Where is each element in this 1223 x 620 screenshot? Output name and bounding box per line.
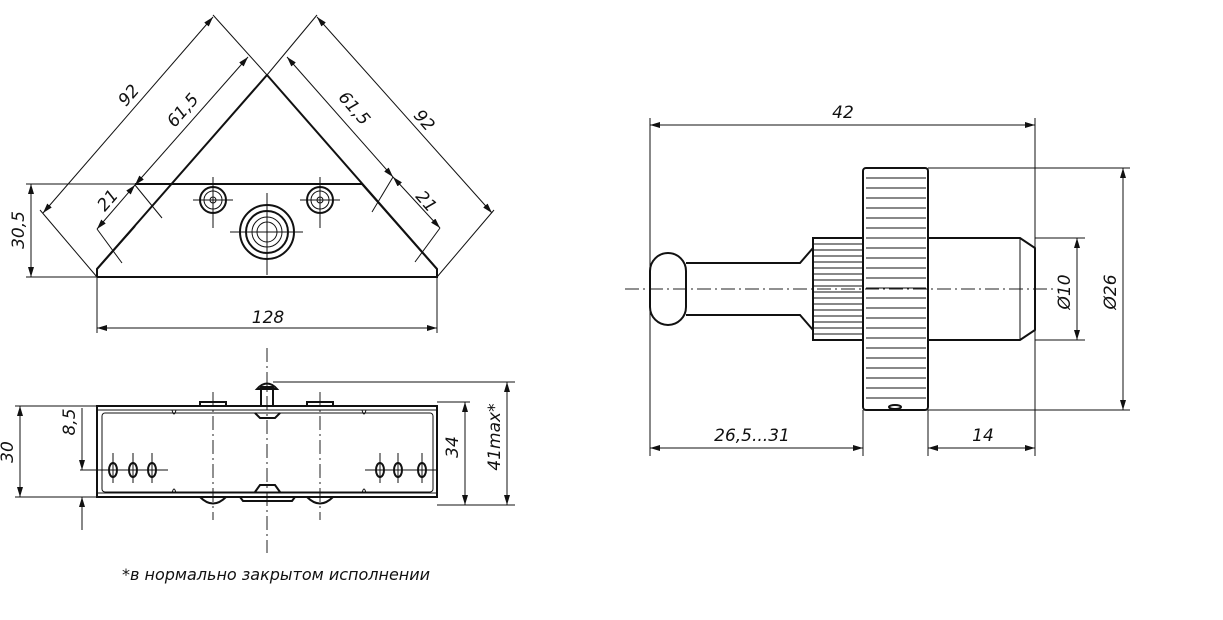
dim-21-right: 21 [411, 187, 440, 216]
side-view-dimension-lines [649, 118, 1130, 456]
dim-42: 42 [832, 103, 854, 123]
dim-30-5: 30,5 [9, 211, 29, 249]
dim-26-5-31: 26,5...31 [714, 426, 790, 446]
dim-128: 128 [252, 308, 285, 328]
dim-34: 34 [443, 436, 463, 458]
knurled-wheel [862, 167, 929, 411]
front-view: 30 8,5 34 41max* *в нормально закрытом и… [0, 348, 515, 584]
front-view-dimension-lines [15, 381, 515, 530]
dim-92-right: 92 [409, 106, 438, 135]
top-view: 92 61,5 21 61,5 92 21 30,5 128 [9, 14, 495, 333]
mounting-slots [80, 453, 437, 483]
dim-41max: 41max* [485, 403, 505, 470]
dim-92-left: 92 [115, 81, 144, 110]
dim-d26: Ø26 [1101, 274, 1121, 310]
central-boss [230, 193, 303, 275]
dim-14: 14 [972, 426, 994, 446]
stop-pin [254, 382, 280, 407]
dim-61-5-left: 61,5 [163, 90, 203, 132]
dim-21-left: 21 [94, 186, 123, 215]
dim-30: 30 [0, 441, 18, 463]
side-view: 42 26,5...31 14 Ø10 Ø26 [625, 103, 1130, 456]
dim-d10: Ø10 [1055, 274, 1075, 310]
top-view-dimension-lines [26, 16, 495, 333]
footnote: *в нормально закрытом исполнении [122, 565, 430, 584]
dim-8-5: 8,5 [60, 408, 80, 435]
dim-61-5-right: 61,5 [334, 88, 374, 130]
